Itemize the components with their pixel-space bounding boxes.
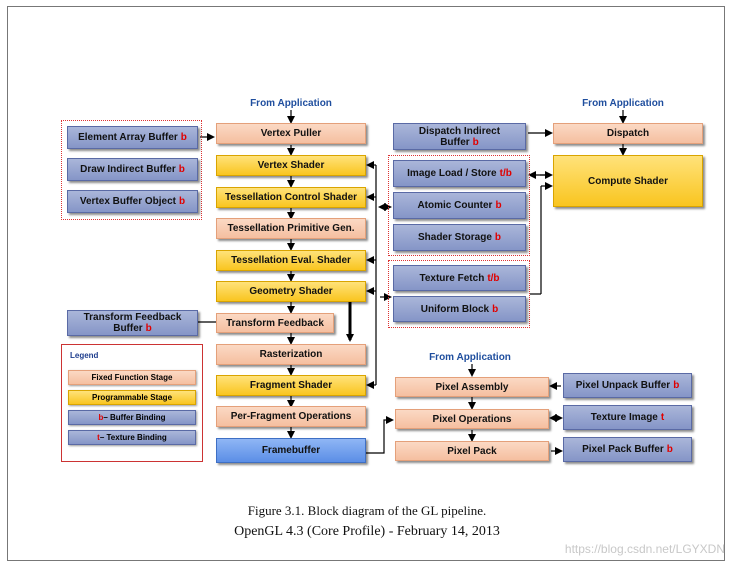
rasterization-stage: Rasterization bbox=[216, 344, 366, 365]
vertex-buffers-group bbox=[61, 120, 202, 220]
legend-texture-binding: t – Texture Binding bbox=[68, 430, 196, 445]
binding-letter: b bbox=[673, 380, 680, 391]
binding-letter: b bbox=[472, 136, 479, 148]
binding-letter: b bbox=[492, 303, 499, 315]
compute-shader-stage: Compute Shader bbox=[553, 155, 703, 207]
vertex-buffer-object-label: Vertex Buffer Object bbox=[79, 196, 177, 207]
figure-caption: Figure 3.1. Block diagram of the GL pipe… bbox=[247, 503, 487, 518]
per-fragment-operations-stage: Per-Fragment Operations bbox=[216, 406, 366, 427]
binding-letter: t/b bbox=[499, 168, 512, 179]
spec-version-line: OpenGL 4.3 (Core Profile) - February 14,… bbox=[234, 524, 500, 539]
watermark: https://blog.csdn.net/LGYXDN bbox=[564, 542, 725, 556]
pixel-operations-stage: Pixel Operations bbox=[395, 409, 549, 429]
from-application-label-pipeline: From Application bbox=[250, 98, 332, 109]
legend-buffer-letter: b bbox=[98, 413, 104, 422]
image-load-store-label: Image Load / Store bbox=[407, 168, 497, 179]
binding-letter: b bbox=[495, 200, 502, 211]
transform-feedback-buffer-line2: Buffer bbox=[113, 323, 143, 334]
pixel-pack-buffer-label: Pixel Pack Buffer bbox=[582, 444, 664, 455]
legend-buffer-text: – Buffer Binding bbox=[103, 413, 166, 422]
from-application-label-compute: From Application bbox=[582, 98, 664, 109]
geometry-shader-stage: Geometry Shader bbox=[216, 281, 366, 302]
shader-resources-group bbox=[388, 155, 530, 256]
dispatch-stage: Dispatch bbox=[553, 123, 703, 144]
binding-letter: b bbox=[178, 164, 185, 175]
fragment-shader-stage: Fragment Shader bbox=[216, 375, 366, 396]
legend-title: Legend bbox=[70, 351, 99, 360]
vertex-shader-stage: Vertex Shader bbox=[216, 155, 366, 176]
pixel-unpack-buffer-label: Pixel Unpack Buffer bbox=[575, 380, 671, 391]
legend-texture-letter: t bbox=[97, 433, 100, 442]
binding-letter: b bbox=[179, 196, 186, 207]
binding-letter: b bbox=[180, 132, 187, 143]
pixel-pack-stage: Pixel Pack bbox=[395, 441, 549, 461]
binding-letter: t/b bbox=[487, 272, 500, 284]
figure-frame bbox=[7, 6, 725, 561]
arrow-fb-to-pixel-ops bbox=[366, 416, 394, 454]
legend-programmable: Programmable Stage bbox=[68, 390, 196, 405]
texture-fetch-label: Texture Fetch bbox=[419, 272, 485, 284]
framebuffer: Framebuffer bbox=[216, 438, 366, 463]
dispatch-indirect-buffer-line1: Dispatch Indirect bbox=[418, 125, 501, 137]
binding-letter: b bbox=[145, 323, 152, 334]
binding-letter: b bbox=[666, 444, 673, 455]
legend-fixed-function: Fixed Function Stage bbox=[68, 370, 196, 385]
draw-indirect-buffer-label: Draw Indirect Buffer bbox=[80, 164, 176, 175]
vertex-puller-stage: Vertex Puller bbox=[216, 123, 366, 144]
binding-letter: t bbox=[660, 412, 665, 423]
legend-texture-text: – Texture Binding bbox=[99, 433, 167, 442]
tessellation-control-shader-stage: Tessellation Control Shader bbox=[216, 187, 366, 208]
transform-feedback-buffer-line1: Transform Feedback bbox=[83, 312, 182, 323]
texture-uniform-group bbox=[388, 260, 530, 328]
transform-feedback-stage: Transform Feedback bbox=[216, 313, 334, 333]
binding-letter: b bbox=[494, 232, 502, 243]
dispatch-indirect-buffer-line2: Buffer bbox=[440, 136, 470, 148]
atomic-counter-label: Atomic Counter bbox=[417, 200, 493, 211]
texture-image-label: Texture Image bbox=[590, 412, 658, 423]
pixel-assembly-stage: Pixel Assembly bbox=[395, 377, 549, 397]
uniform-block-label: Uniform Block bbox=[420, 303, 490, 315]
from-application-label-pixel: From Application bbox=[429, 352, 511, 363]
legend: Legend Fixed Function Stage Programmable… bbox=[61, 344, 203, 462]
shader-storage-label: Shader Storage bbox=[417, 232, 492, 243]
legend-buffer-binding: b – Buffer Binding bbox=[68, 410, 196, 425]
tessellation-eval-shader-stage: Tessellation Eval. Shader bbox=[216, 250, 366, 271]
tessellation-primitive-gen-stage: Tessellation Primitive Gen. bbox=[216, 218, 366, 239]
element-array-buffer-label: Element Array Buffer bbox=[78, 132, 178, 143]
